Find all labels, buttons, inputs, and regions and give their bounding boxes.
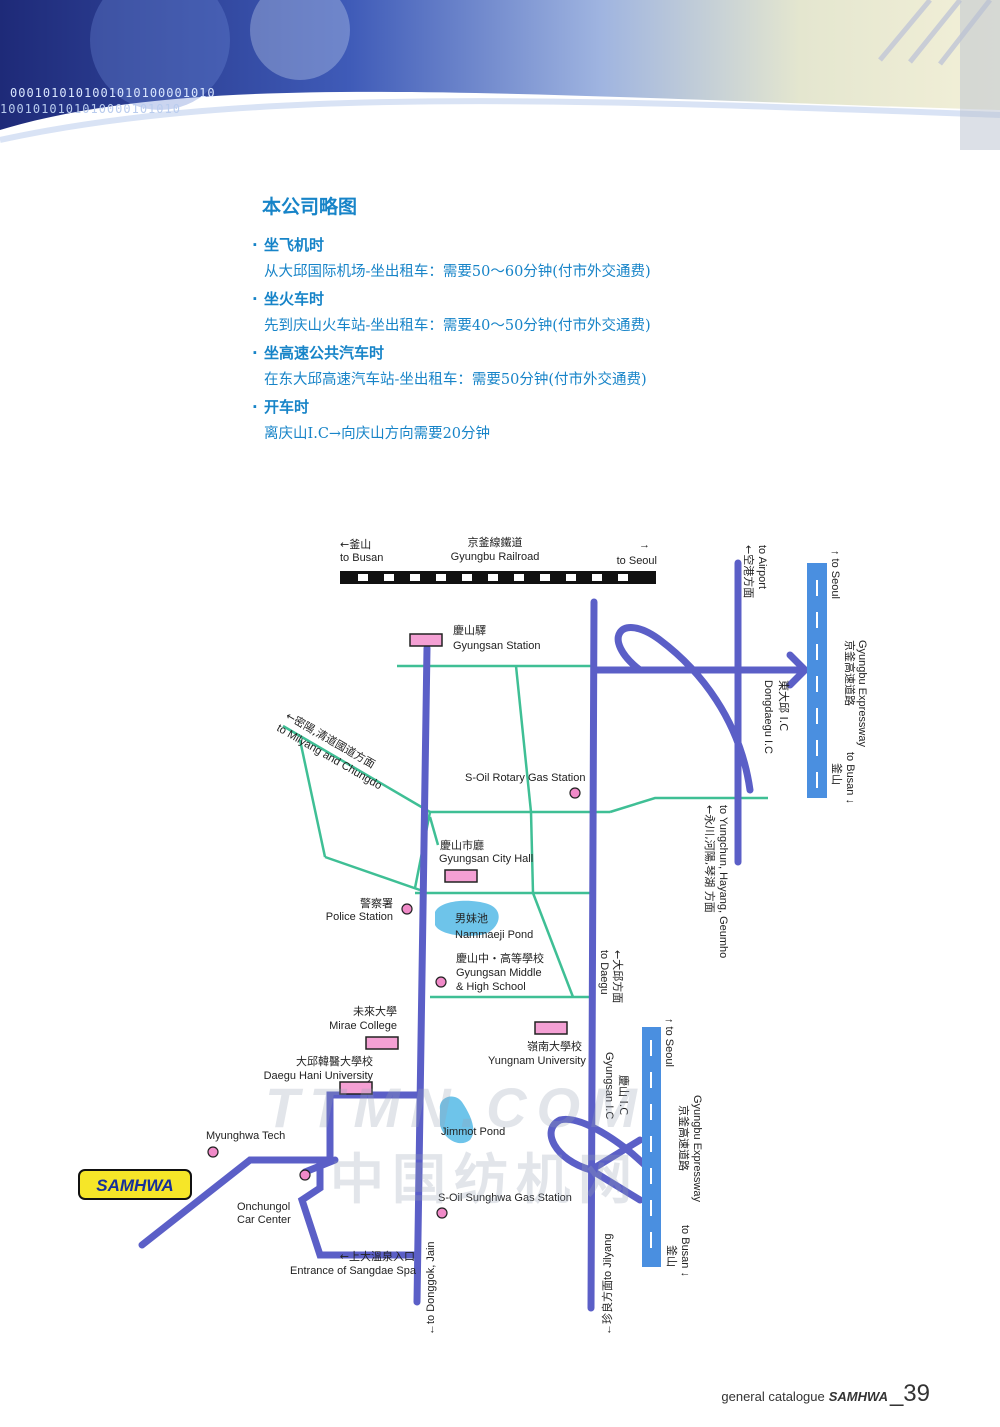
station-building: [409, 633, 443, 647]
mirae-building: [365, 1036, 399, 1050]
pond-en: Nammaeji Pond: [455, 929, 533, 941]
main-roads: [138, 559, 809, 1312]
exp-south-zh: 京釜高速道路: [677, 1105, 691, 1171]
direction-text: 在东大邱高速汽车站-坐出租车：需要50分钟(付市外交通费): [264, 372, 647, 388]
samhwa-badge-label: SAMHWA: [96, 1176, 173, 1195]
exp-north-busan-zh: 釜山: [830, 763, 844, 785]
police-marker: [401, 903, 413, 915]
exp-north-seoul: ↑ to Seoul: [829, 550, 841, 599]
police-zh: 警察署: [360, 896, 393, 910]
page-number: _39: [889, 1380, 930, 1407]
exp-south-busan: to Busan ↓: [679, 1225, 691, 1277]
myunghwa-label: Myunghwa Tech: [206, 1130, 285, 1142]
jimmot-label: Jimmot Pond: [441, 1126, 505, 1138]
exp-north-busan: to Busan ↓: [844, 752, 856, 804]
direction-train: ·坐火车时 先到庆山火车站-坐出租车：需要40～50分钟(付市外交通费): [252, 287, 812, 341]
binary-decoration-2: 1001010101010000101010: [0, 102, 181, 116]
direction-airplane: ·坐飞机时 从大邱国际机场-坐出租车：需要50～60分钟(付市外交通费): [252, 233, 812, 287]
school-en2: & High School: [456, 981, 526, 993]
gyungsanic-zh: 慶山 I.C: [617, 1075, 631, 1115]
cityhall-building: [444, 869, 478, 883]
exp-north-en: Gyungbu Expressway: [856, 640, 868, 747]
railroad-label-zh: 京釜線鐵道: [468, 535, 523, 549]
hani-zh: 大邱韓醫大學校: [296, 1054, 373, 1068]
directions-title: 本公司略图: [262, 196, 358, 218]
samhwa-location-badge: SAMHWA: [78, 1169, 192, 1200]
exp-north-zh: 京釜高速道路: [843, 640, 857, 706]
cityhall-zh: 慶山市廳: [440, 838, 484, 852]
school-en1: Gyungsan Middle: [456, 967, 542, 979]
to-busan-zh: ←釜山: [340, 537, 371, 551]
station-zh: 慶山驛: [453, 623, 486, 637]
header-graphic: [0, 0, 1000, 150]
direction-car: ·开车时 离庆山I.C→向庆山方向需要20分钟: [252, 395, 812, 449]
direction-bus: ·坐高速公共汽车时 在东大邱高速汽车站-坐出租车：需要50分钟(付市外交通费): [252, 341, 812, 395]
footer-brand: SAMHWA: [828, 1389, 888, 1404]
direction-heading: 坐高速公共汽车时: [264, 344, 385, 362]
station-en: Gyungsan Station: [453, 640, 540, 652]
gyungsanic-en: Gyungsan I.C: [603, 1052, 615, 1119]
to-busan-en: to Busan: [340, 552, 383, 564]
soil-rotary-marker: [569, 787, 581, 799]
mirae-en: Mirae College: [329, 1020, 397, 1032]
expressway-south: [642, 1027, 661, 1267]
railroad: [340, 571, 656, 584]
sunghwa-label: S-Oil Sunghwa Gas Station: [438, 1192, 572, 1204]
sunghwa-marker: [436, 1207, 448, 1219]
direction-heading: 坐飞机时: [264, 236, 325, 254]
local-roads: [282, 664, 768, 999]
yungnam-zh: 嶺南大學校: [527, 1039, 582, 1053]
exp-south-busan-zh: 釜山: [665, 1245, 679, 1267]
dongdaegu-en: Dongdaegu I.C: [762, 680, 774, 754]
mirae-zh: 未來大學: [353, 1004, 397, 1018]
daegu-en: to Daegu: [598, 950, 610, 995]
hani-en: Daegu Hani University: [264, 1070, 374, 1082]
jimmot-pond: [439, 1096, 474, 1144]
police-en: Police Station: [326, 911, 393, 923]
donggok-label: ←to Donggok, Jain: [425, 1241, 437, 1335]
school-zh: 慶山中・高等學校: [456, 951, 544, 965]
binary-decoration: 0001010101001010100001010: [10, 86, 216, 100]
sangdae-zh: ←上大溫泉入口: [340, 1249, 415, 1263]
directions-panel: 本公司略图 ·坐飞机时 从大邱国际机场-坐出租车：需要50～60分钟(付市外交通…: [252, 192, 812, 449]
airport-label-en: to Airport: [756, 545, 768, 589]
direction-heading: 坐火车时: [264, 290, 325, 308]
expressway-north: [807, 563, 827, 798]
direction-text: 先到庆山火车站-坐出租车：需要40～50分钟(付市外交通费): [264, 318, 651, 334]
soil-rotary-label: S-Oil Rotary Gas Station: [465, 772, 585, 784]
direction-heading: 开车时: [264, 398, 310, 416]
pond-zh: 男妹池: [455, 912, 488, 925]
hani-building: [339, 1081, 373, 1095]
exp-south-seoul: ↑ to Seoul: [663, 1018, 675, 1067]
jilyang-label: ←珍良方面to Jilyang: [600, 1234, 614, 1335]
exp-south-en: Gyungbu Expressway: [691, 1095, 703, 1202]
onchungol-label1: Onchungol: [237, 1201, 290, 1213]
location-map: 京釜線鐵道 Gyungbu Railroad ←釜山 to Busan → to…: [78, 535, 868, 1335]
railroad-label-en: Gyungbu Railroad: [451, 551, 540, 563]
sangdae-en: Entrance of Sangdae Spa: [290, 1265, 417, 1277]
watermark-line1: TTMN.COM: [265, 1076, 647, 1139]
myunghwa-marker: [207, 1146, 219, 1158]
dongdaegu-zh: 東大邱 I.C: [777, 680, 791, 731]
to-seoul-en: to Seoul: [617, 555, 657, 567]
airport-label-zh: ←空港方面: [742, 545, 756, 598]
yungchun-en: to Yungchun, Hayang, Geumho: [717, 805, 729, 958]
onchungol-marker: [299, 1169, 311, 1181]
onchungol-label2: Car Center: [237, 1214, 291, 1226]
yungchun-zh: ←永川,河陽,琴湖 方面: [703, 805, 717, 913]
cityhall-en: Gyungsan City Hall: [439, 853, 533, 865]
yungnam-en: Yungnam University: [488, 1055, 586, 1067]
direction-text: 从大邱国际机场-坐出租车：需要50～60分钟(付市外交通费): [264, 264, 651, 280]
catalogue-label: general catalogue: [721, 1389, 825, 1404]
to-seoul-arrow: →: [639, 539, 650, 551]
yungnam-building: [534, 1021, 568, 1035]
nammaeji-pond: [435, 900, 499, 936]
header-banner: 0001010101001010100001010 10010101010100…: [0, 0, 1000, 150]
direction-text: 离庆山I.C→向庆山方向需要20分钟: [264, 426, 491, 442]
daegu-zh: ←大邱方面: [611, 950, 625, 1003]
school-marker: [435, 976, 447, 988]
watermark-line2: 中国纺机网: [330, 1148, 640, 1211]
